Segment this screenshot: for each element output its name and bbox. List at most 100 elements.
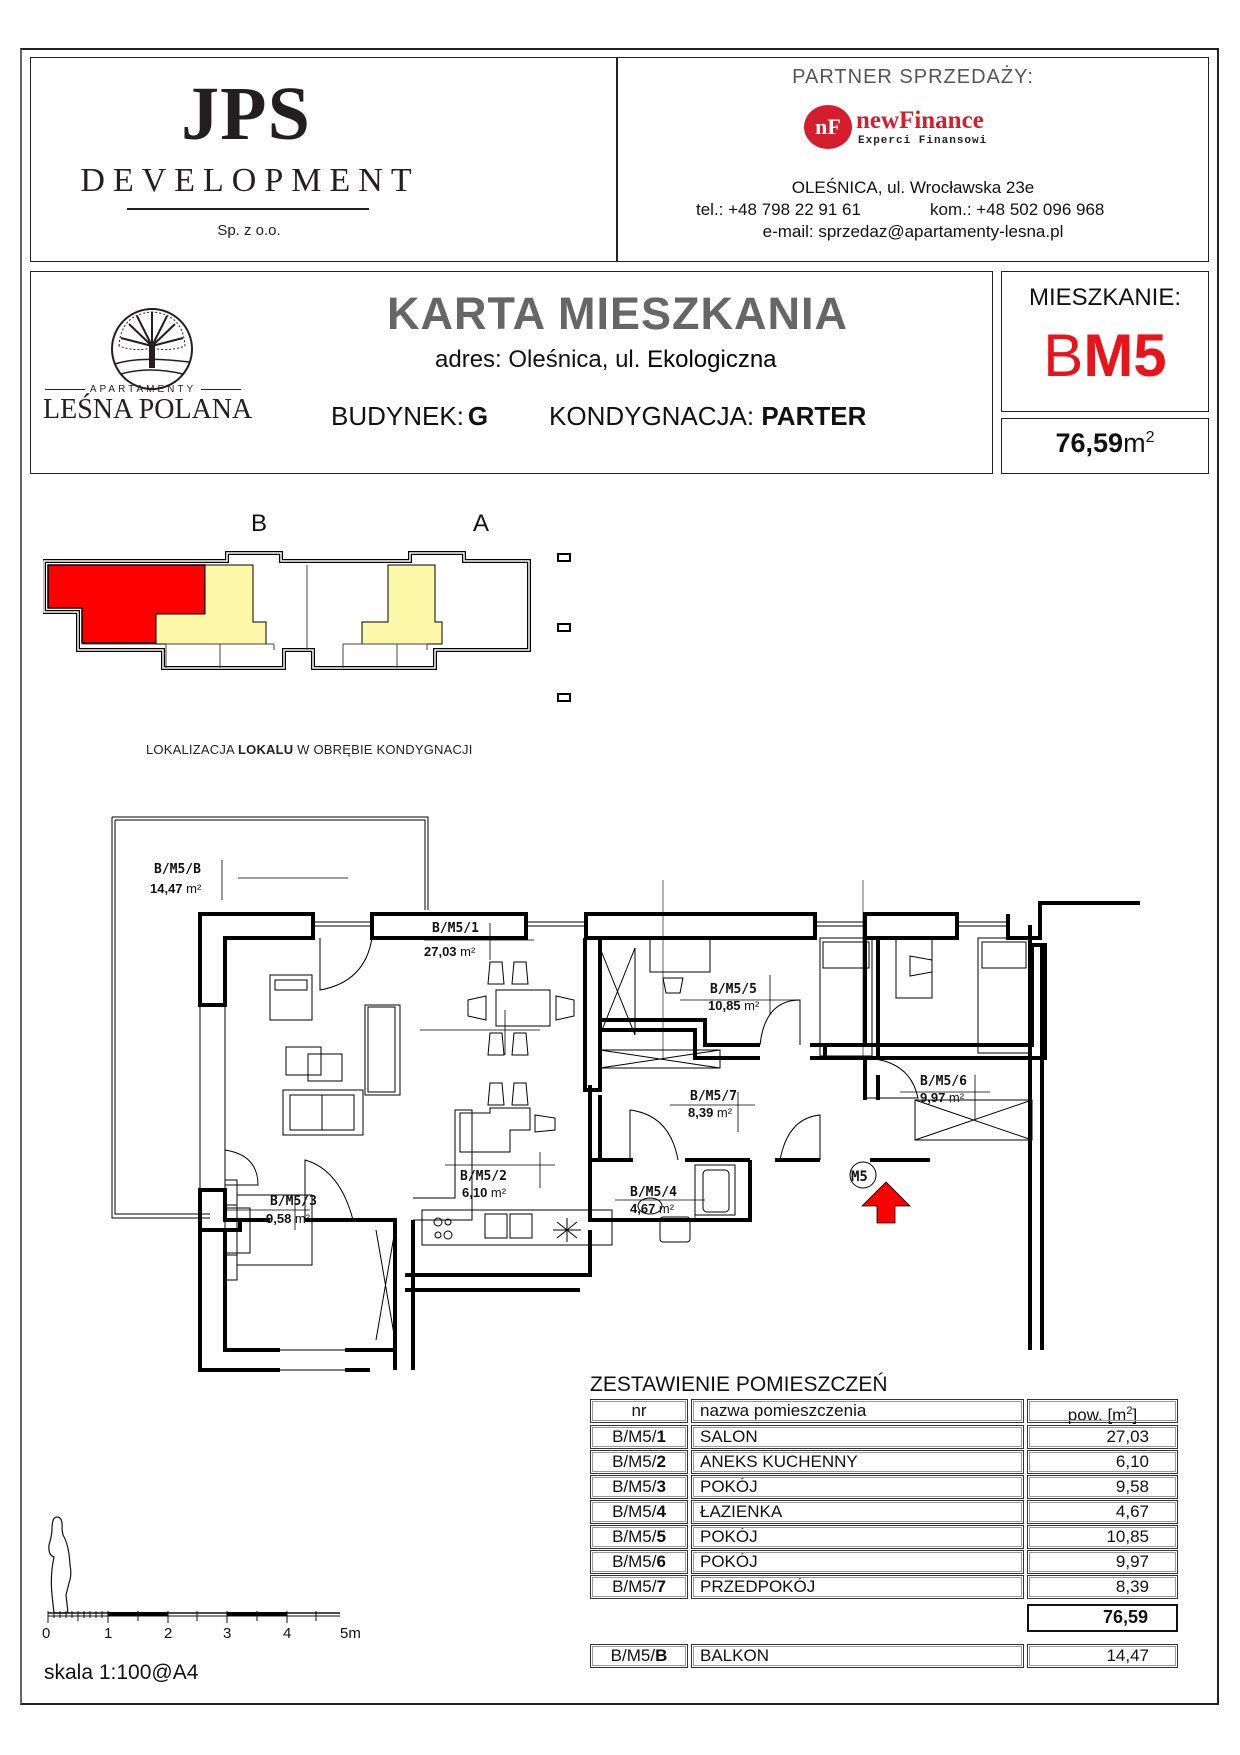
newfinance-tagline: Experci Finansowi: [858, 134, 988, 147]
row-5-nr: B/M5/5: [590, 1525, 688, 1549]
developer-logo-panel: JPS DEVELOPMENT Sp. z o.o.: [30, 57, 617, 262]
row-6-name: POKÓJ: [691, 1550, 1024, 1574]
partner-phone[interactable]: tel.: +48 798 22 91 61: [696, 200, 861, 219]
rooms-total-area: 76,59: [1027, 1604, 1178, 1632]
row-7-nr: B/M5/7: [590, 1575, 688, 1599]
logo-apartamenty: APARTAMENTY: [89, 384, 197, 395]
row-7-name: PRZEDPOKÓJ: [691, 1575, 1024, 1599]
header-area: pow. [m2]: [1027, 1399, 1178, 1425]
sales-partner-panel: PARTNER SPRZEDAŻY: nF newFinance Experci…: [617, 57, 1209, 262]
stairwell-b-label: B: [251, 510, 268, 537]
scale-label: skala 1:100@A4: [44, 1661, 199, 1684]
row-1-name: SALON: [691, 1425, 1024, 1449]
tree-emblem-icon: [111, 308, 193, 390]
developer-name-jps: JPS: [181, 72, 311, 156]
apartment-area: 76,59m2: [1055, 428, 1155, 458]
room-label-balcony: B/M5/B: [154, 862, 201, 877]
row-2-area: 6,10: [1027, 1450, 1178, 1474]
svg-text:8,39 m²: 8,39 m²: [688, 1105, 733, 1120]
partner-email[interactable]: e-mail: sprzedaz@apartamenty-lesna.pl: [762, 222, 1064, 241]
svg-text:9,58 m²: 9,58 m²: [266, 1211, 311, 1226]
scale-tick-0: 0: [42, 1625, 51, 1642]
scale-tick-3: 3: [223, 1625, 232, 1642]
row-balcony-name: BALKON: [691, 1644, 1024, 1668]
developer-logo: JPS DEVELOPMENT Sp. z o.o.: [31, 76, 461, 239]
svg-text:4,67 m²: 4,67 m²: [630, 1201, 675, 1216]
lesna-polana-logo: [109, 306, 195, 397]
developer-name-development: DEVELOPMENT: [80, 162, 420, 199]
apartment-code-main: M5: [1083, 322, 1167, 389]
svg-text:27,03 m²: 27,03 m²: [424, 944, 476, 959]
address-prefix: adres: Oleśnica, ul.: [435, 346, 641, 373]
floor-plan-drawing: B/M5/B B/M5/1 B/M5/2 B/M5/3 B/M5/4 B/M5/…: [111, 816, 1140, 1372]
partner-address: OLEŚNICA, ul. Wrocławska 23e: [791, 178, 1035, 197]
row-2-name: ANEKS KUCHENNY: [691, 1450, 1024, 1474]
partner-title: PARTNER SPRZEDAŻY:: [792, 66, 1034, 88]
scale-bar: 0 1 2 3 4 5m skala 1:100@A4: [42, 1515, 361, 1684]
floor-value: PARTER: [761, 401, 867, 431]
apartment-area-value: 76,59: [1055, 428, 1124, 458]
rooms-table-title: ZESTAWIENIE POMIESZCZEŃ: [590, 1373, 888, 1396]
row-6-nr: B/M5/6: [590, 1550, 688, 1574]
room-label-1: B/M5/1: [432, 921, 479, 936]
address-street: Ekologiczna: [647, 346, 777, 373]
row-2-nr: B/M5/2: [590, 1450, 688, 1474]
newfinance-logo: nF newFinance Experci Finansowi: [804, 105, 987, 149]
row-balcony-area: 14,47: [1027, 1644, 1178, 1668]
scale-tick-1: 1: [104, 1625, 113, 1642]
stairwell-a-label: A: [473, 510, 490, 537]
floor-info: KONDYGNACJA: PARTER: [549, 401, 866, 432]
row-7-area: 8,39: [1027, 1575, 1178, 1599]
newfinance-mark-icon: nF: [804, 105, 852, 149]
apartment-area-box: 76,59m2: [1001, 418, 1209, 474]
entrance-arrow-icon: [861, 1181, 911, 1224]
scale-tick-2: 2: [164, 1625, 173, 1642]
row-3-nr: B/M5/3: [590, 1475, 688, 1499]
room-label-7: B/M5/7: [690, 1089, 737, 1104]
row-1-nr: B/M5/1: [590, 1425, 688, 1449]
person-scale-figure-icon: [47, 1516, 340, 1623]
building-label: BUDYNEK:: [331, 401, 464, 431]
logo-subtitle-row: APARTAMENTY: [45, 384, 242, 395]
room-label-5: B/M5/5: [710, 982, 757, 997]
scale-tick-5: 5m: [340, 1625, 361, 1642]
apartment-number-box: MIESZKANIE: BM5: [1001, 271, 1209, 412]
rooms-table: nr nazwa pomieszczenia pow. [m2] B/M5/1 …: [590, 1399, 1186, 1699]
svg-text:14,47 m²: 14,47 m²: [150, 881, 202, 896]
key-plan-drawing: [43, 551, 571, 702]
row-balcony-nr: B/M5/B: [590, 1644, 688, 1668]
key-plan-caption: LOKALIZACJA LOKALU W OBRĘBIE KONDYGNACJI: [146, 742, 473, 757]
row-4-name: ŁAZIENKA: [691, 1500, 1024, 1524]
header-nr: nr: [590, 1399, 688, 1423]
row-3-area: 9,58: [1027, 1475, 1178, 1499]
developer-legal-form: Sp. z o.o.: [217, 222, 281, 239]
partner-mobile[interactable]: kom.: +48 502 096 968: [930, 200, 1105, 219]
row-5-name: POKÓJ: [691, 1525, 1024, 1549]
logo-lesna-polana: LEŚNA POLANA: [43, 394, 253, 425]
apartment-label: MIESZKANIE:: [1028, 284, 1182, 311]
entrance-tag-circle: [849, 1161, 877, 1189]
room-label-2: B/M5/2: [460, 1169, 507, 1184]
row-6-area: 9,97: [1027, 1550, 1178, 1574]
row-3-name: POKÓJ: [691, 1475, 1024, 1499]
svg-text:6,10 m²: 6,10 m²: [462, 1185, 507, 1200]
apartment-card-header: APARTAMENTY LEŚNA POLANA KARTA MIESZKANI…: [30, 271, 993, 474]
row-5-area: 10,85: [1027, 1525, 1178, 1549]
entrance-tag-label: M5: [851, 1169, 868, 1185]
address-line: adres: Oleśnica, ul. Ekologiczna: [435, 346, 777, 374]
room-label-6: B/M5/6: [920, 1074, 967, 1089]
apartment-code-prefix: B: [1043, 322, 1084, 389]
row-4-area: 4,67: [1027, 1500, 1178, 1524]
newfinance-brand: newFinance: [856, 106, 984, 134]
apartment-code: BM5: [1002, 326, 1208, 386]
page-frame: [20, 48, 1219, 1705]
row-4-nr: B/M5/4: [590, 1500, 688, 1524]
row-1-area: 27,03: [1027, 1425, 1178, 1449]
building-info: BUDYNEK:G: [331, 401, 488, 432]
scale-tick-4: 4: [283, 1625, 292, 1642]
room-label-3: B/M5/3: [270, 1194, 317, 1209]
svg-text:10,85 m²: 10,85 m²: [708, 998, 760, 1013]
room-label-4: B/M5/4: [630, 1185, 677, 1200]
building-value: G: [467, 401, 489, 431]
svg-text:9,97 m²: 9,97 m²: [920, 1090, 965, 1105]
